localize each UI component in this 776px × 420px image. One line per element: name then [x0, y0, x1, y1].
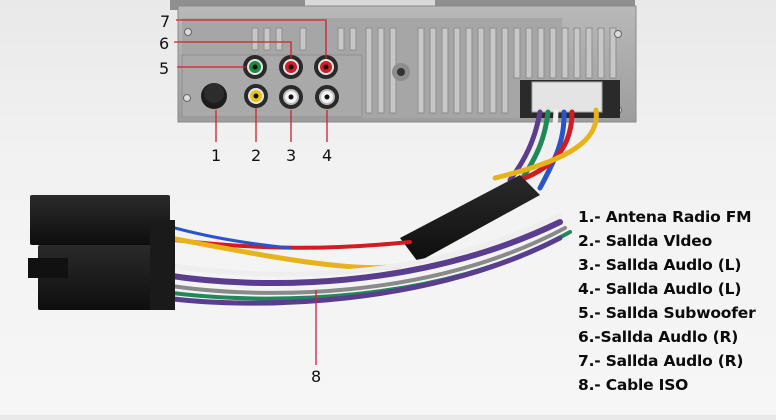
- legend-item: 8.- Cable ISO: [578, 376, 689, 394]
- callout-5: 5: [159, 59, 170, 78]
- iso-connector: [28, 195, 175, 310]
- wire-bundle-lower: [162, 212, 572, 306]
- antenna-jack: [201, 83, 227, 109]
- rca-red-right: [314, 55, 338, 79]
- legend-item: 1.- Antena Radio FM: [578, 208, 752, 226]
- callout-2: 2: [251, 146, 262, 165]
- legend-item: 4.- Sallda Audlo (L): [578, 280, 742, 298]
- callout-6: 6: [159, 34, 170, 53]
- rca-white-right: [315, 85, 339, 109]
- legend-item: 5.- Sallda Subwoofer: [578, 304, 756, 322]
- callout-4: 4: [322, 146, 333, 165]
- legend-item: 6.-Sallda Audlo (R): [578, 328, 739, 346]
- callout-lines: [174, 19, 328, 365]
- callout-7: 7: [160, 12, 171, 31]
- fuse-holder: [400, 175, 540, 262]
- callout-8: 8: [311, 367, 322, 386]
- rca-white-left: [279, 85, 303, 109]
- rca-yellow: [244, 84, 268, 108]
- rca-green: [243, 55, 267, 79]
- radio-chassis: [170, 0, 637, 123]
- callout-3: 3: [286, 146, 297, 165]
- iso-socket: [531, 81, 603, 113]
- legend-item: 3.- Sallda Audlo (L): [578, 256, 742, 274]
- legend-item: 2.- Sallda Vldeo: [578, 232, 713, 250]
- legend: 1.- Antena Radio FM 2.- Sallda Vldeo 3.-…: [578, 205, 756, 397]
- legend-item: 7.- Sallda Audlo (R): [578, 352, 744, 370]
- rca-red-left: [279, 55, 303, 79]
- wire-bundle-upper: [492, 107, 599, 191]
- callout-1: 1: [211, 146, 222, 165]
